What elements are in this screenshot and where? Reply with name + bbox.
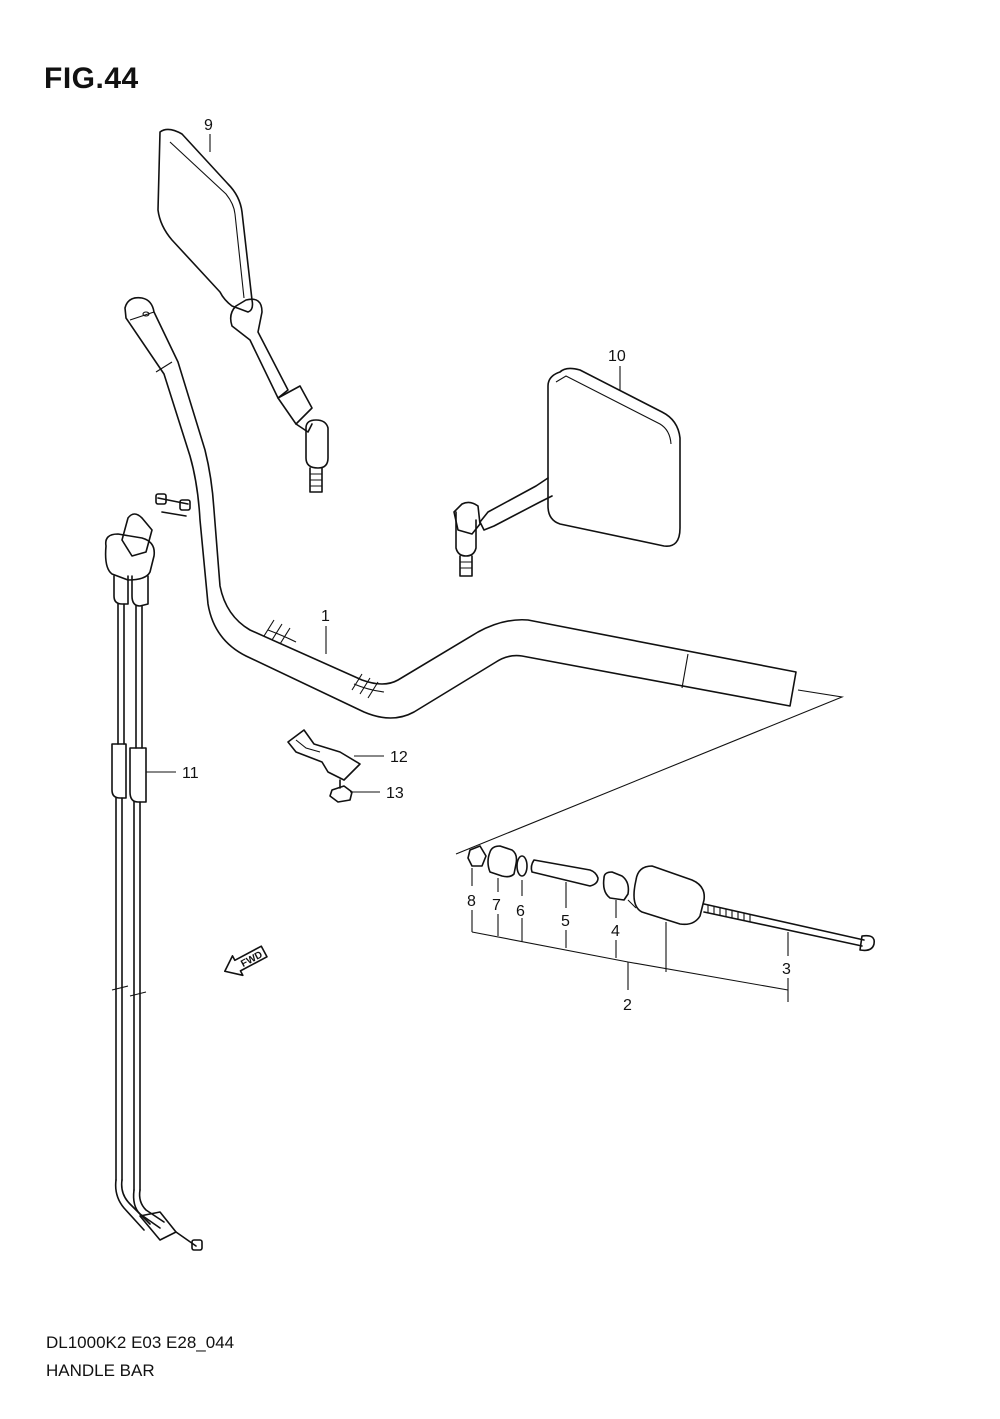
callout-3: 3 xyxy=(782,961,791,978)
callout-4: 4 xyxy=(611,923,620,940)
fwd-arrow-icon: FWD xyxy=(224,945,268,977)
part-7-bushing xyxy=(487,845,518,878)
part-4-damper xyxy=(602,871,630,901)
part-3-screw xyxy=(703,903,876,952)
callout-1: 1 xyxy=(321,608,330,625)
part-2-balancer xyxy=(627,865,706,926)
part-11-throttle-cable xyxy=(104,493,203,1251)
leader-lines xyxy=(146,134,621,793)
part-13-bolt xyxy=(329,779,353,803)
callout-11: 11 xyxy=(182,765,199,782)
callout-6: 6 xyxy=(516,903,525,920)
fwd-label: FWD xyxy=(239,949,264,969)
callout-12: 12 xyxy=(390,749,408,766)
part-6-ring xyxy=(516,855,528,877)
callout-2: 2 xyxy=(623,997,632,1014)
part-5-spacer-tube xyxy=(530,859,599,887)
callout-10: 10 xyxy=(608,348,626,365)
callout-bracket-lines xyxy=(471,868,789,1002)
callout-8: 8 xyxy=(467,893,476,910)
callout-9: 9 xyxy=(204,117,213,134)
part-8-collar xyxy=(467,845,487,867)
callout-13: 13 xyxy=(386,785,404,802)
part-10-right-mirror xyxy=(453,367,681,577)
part-1-handlebar xyxy=(124,296,797,719)
section-name: HANDLE BAR xyxy=(46,1361,155,1380)
callout-5: 5 xyxy=(561,913,570,930)
grip-projection-lines xyxy=(455,689,845,855)
figure-title: FIG.44 xyxy=(44,62,139,95)
callout-7: 7 xyxy=(492,897,501,914)
part-12-cable-clamp xyxy=(287,729,361,781)
part-9-left-mirror xyxy=(157,128,329,493)
model-code: DL1000K2 E03 E28_044 xyxy=(46,1333,235,1352)
